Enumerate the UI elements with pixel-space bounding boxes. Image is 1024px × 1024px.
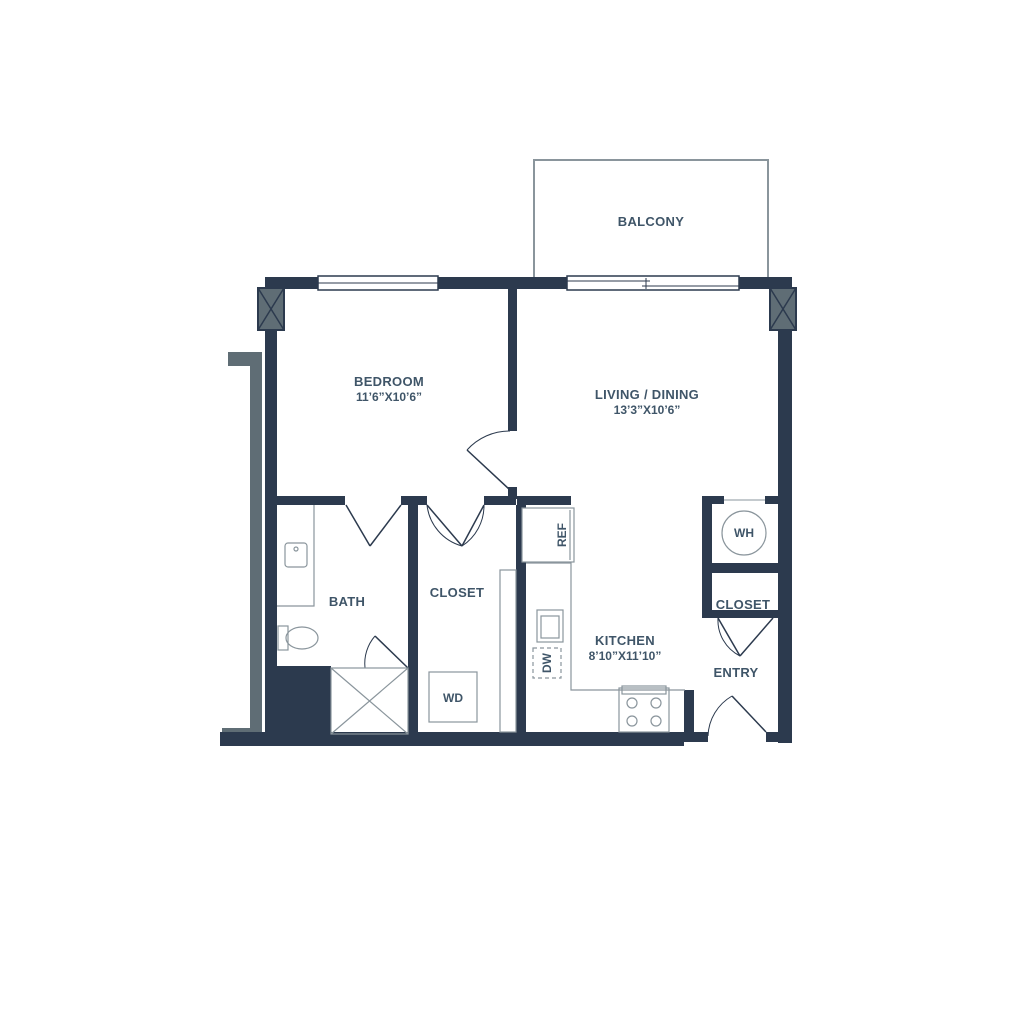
shower xyxy=(330,667,409,735)
bath-label: BATH xyxy=(329,594,365,609)
column-left xyxy=(257,287,285,331)
bedroom-label: BEDROOM xyxy=(354,374,424,389)
kitchen-size: 8’10”X11’10” xyxy=(589,649,662,663)
ref-label: REF xyxy=(555,523,569,547)
kitchen-label: KITCHEN xyxy=(595,633,655,648)
entry-label: ENTRY xyxy=(713,665,758,680)
bath-vanity xyxy=(277,505,315,607)
closet-label: CLOSET xyxy=(430,585,485,600)
balcony xyxy=(533,159,769,277)
toilet xyxy=(277,625,319,651)
living-label: LIVING / DINING xyxy=(595,387,699,402)
living-size: 13’3”X10’6” xyxy=(614,403,681,417)
dishwasher: DW xyxy=(532,647,562,679)
balcony-label: BALCONY xyxy=(618,214,684,229)
washer-dryer: WD xyxy=(428,671,478,723)
refrigerator: REF xyxy=(521,507,575,563)
water-heater: WH xyxy=(721,499,767,556)
wh-label: WH xyxy=(734,526,754,540)
dw-label: DW xyxy=(540,652,554,673)
kitchen-sink xyxy=(536,609,564,643)
doors xyxy=(345,430,774,737)
column-right xyxy=(769,287,797,331)
kitchen-counter xyxy=(526,562,685,691)
exterior-accent-wall xyxy=(222,352,262,740)
bedroom-window xyxy=(317,275,439,291)
closet-shelf xyxy=(499,569,517,733)
bedroom-size: 11’6”X10’6” xyxy=(356,390,422,404)
range xyxy=(618,685,670,733)
wd-label: WD xyxy=(443,691,463,705)
entry-closet-label: CLOSET xyxy=(716,597,771,612)
balcony-sliding-door xyxy=(566,275,740,291)
